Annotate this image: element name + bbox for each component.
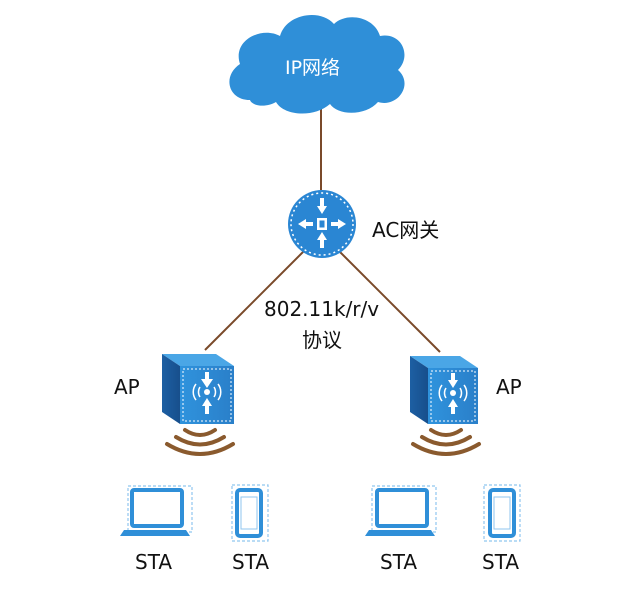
station-label: STA <box>232 550 270 574</box>
gateway-to-right-ap-link <box>337 249 441 353</box>
phone-icon-left <box>231 484 269 542</box>
wifi-signal-right-icon <box>411 428 481 456</box>
gateway-to-left-ap-link <box>204 249 306 351</box>
station-label: STA <box>380 550 418 574</box>
access-point-left-icon <box>162 354 234 424</box>
laptop-icon-left <box>120 485 193 536</box>
cloud-icon <box>229 14 405 114</box>
cloud-label: IP网络 <box>285 57 341 79</box>
station-label: STA <box>482 550 520 574</box>
gateway-label: AC网关 <box>372 218 440 242</box>
phone-icon-right <box>483 484 521 542</box>
laptop-icon-right <box>365 485 437 536</box>
router-icon <box>288 190 356 258</box>
ap-right-label: AP <box>496 375 522 399</box>
station-label: STA <box>135 550 173 574</box>
ap-left-label: AP <box>114 375 140 399</box>
access-point-right-icon <box>410 356 478 424</box>
protocol-sublabel: 协议 <box>302 328 342 352</box>
protocol-label: 802.11k/r/v <box>264 297 380 321</box>
wifi-signal-left-icon <box>165 428 235 456</box>
